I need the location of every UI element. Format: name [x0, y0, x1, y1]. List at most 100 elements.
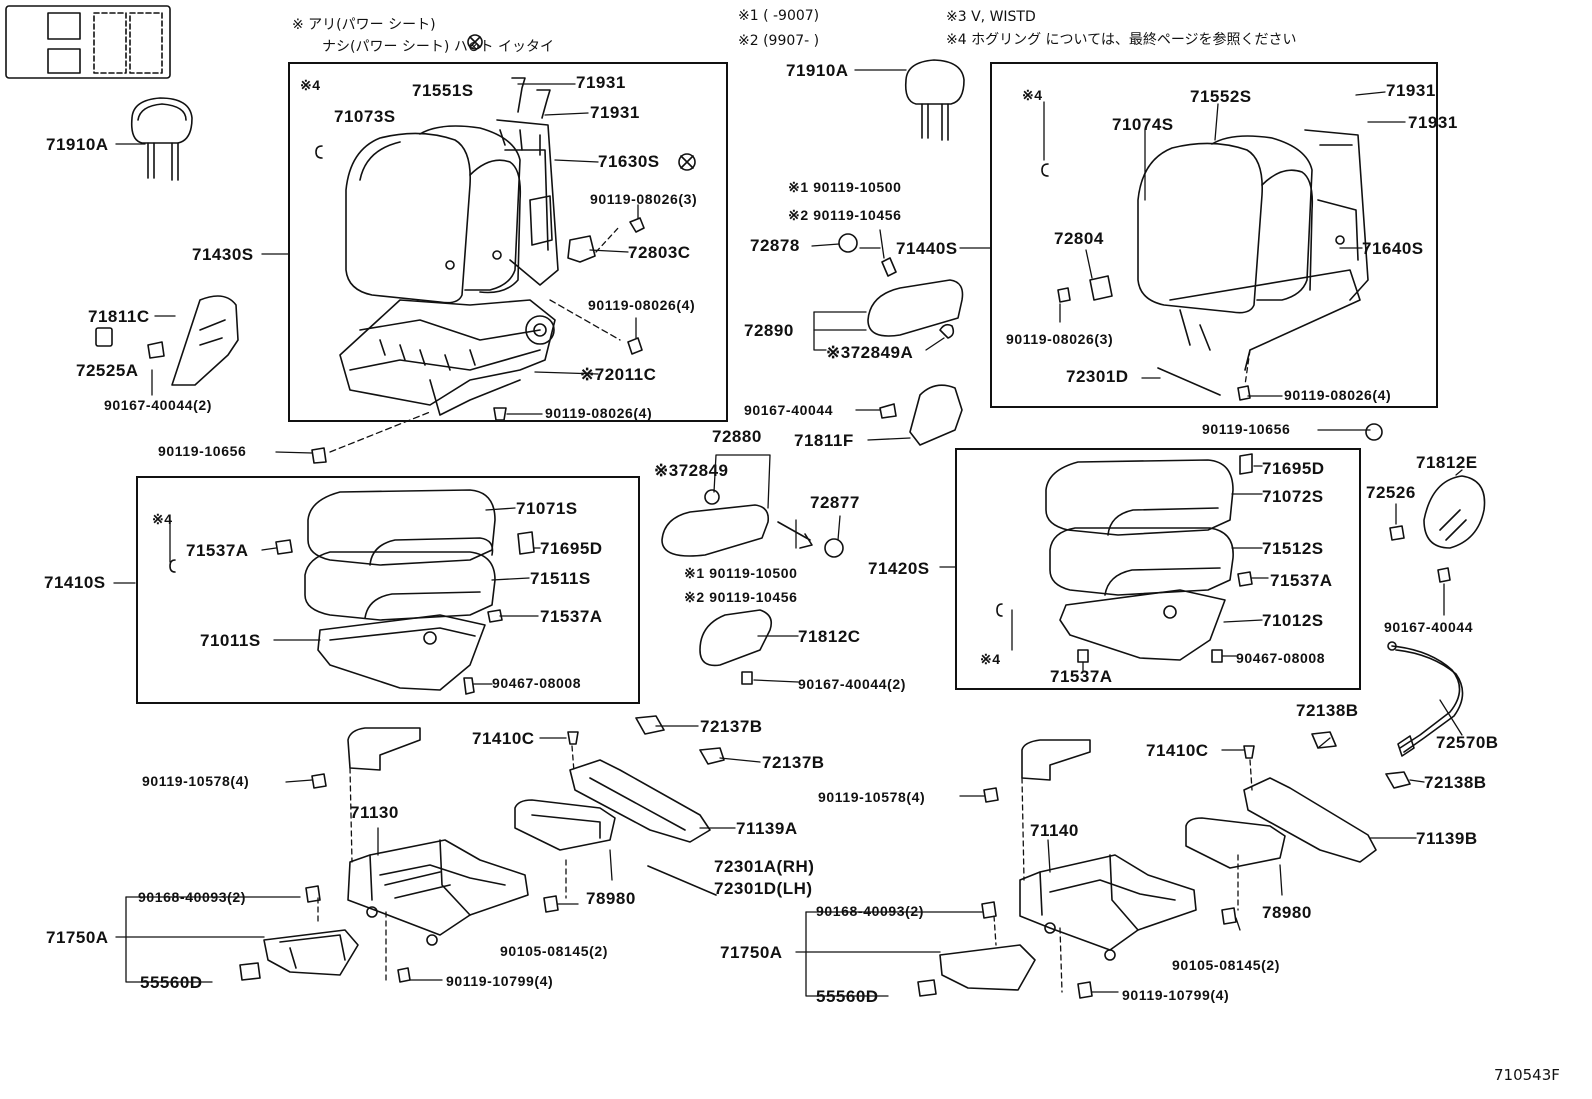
part-label: 71139B — [1416, 829, 1478, 848]
part-label: 71012S — [1262, 611, 1324, 630]
part-label: 71910A — [46, 135, 109, 154]
part-label: 72301A(RH) — [714, 857, 815, 876]
part-label: 71410C — [472, 729, 535, 748]
part-label: 71512S — [1262, 539, 1324, 558]
note-power-seat-no: ナシ(パワー シート) ハ⊗ト イッタイ — [322, 39, 555, 55]
part-label: 90168-40093(2) — [816, 903, 925, 919]
bolt-90167-icon — [147, 341, 165, 359]
right-seatback-icon — [1137, 129, 1369, 371]
part-label: 71011S — [200, 631, 261, 650]
note-3: ※3 V, WISTD — [946, 9, 1036, 25]
headrest-middle-icon — [904, 59, 965, 141]
side-cover-71811c-icon — [171, 295, 239, 386]
part-label: ※1 90119-10500 — [788, 179, 902, 195]
part-label: ※4 — [300, 77, 321, 93]
part-label: 71750A — [720, 943, 783, 962]
part-label: 71140 — [1030, 821, 1079, 840]
part-label: 72525A — [76, 361, 139, 380]
hog-ring-markers — [169, 145, 1049, 617]
part-label: 71440S — [896, 239, 958, 258]
part-label: 72803C — [628, 243, 691, 262]
part-label: 71931 — [590, 103, 640, 122]
part-label: 71430S — [192, 245, 254, 264]
headrest-left-icon — [130, 97, 193, 181]
part-label: 71537A — [186, 541, 249, 560]
part-label: 72301D — [1066, 367, 1129, 386]
left-seatback-frame — [288, 62, 728, 422]
part-label: 71552S — [1190, 87, 1252, 106]
part-label: ※4 — [1022, 87, 1043, 103]
part-label: 72301D(LH) — [714, 879, 813, 898]
part-label: 90168-40093(2) — [138, 889, 247, 905]
leader-lines-right-cushion — [939, 465, 1269, 673]
part-label: 71811F — [794, 431, 854, 450]
part-label: 90119-08026(3) — [1006, 331, 1114, 347]
part-label: ※4 — [980, 651, 1001, 667]
part-label: 90105-08145(2) — [1172, 957, 1281, 973]
part-label: 71410C — [1146, 741, 1209, 760]
part-label: 71811C — [88, 307, 150, 326]
part-label: ※2 90119-10456 — [684, 589, 798, 605]
part-label: 78980 — [586, 889, 636, 908]
part-label: 71071S — [516, 499, 578, 518]
leader-lines-left — [115, 83, 639, 454]
part-label: 90167-40044(2) — [798, 676, 907, 692]
left-cushion-frame — [136, 476, 640, 704]
part-label: 72804 — [1054, 229, 1104, 248]
part-label: 71695D — [1262, 459, 1325, 478]
part-label: 72138B — [1424, 773, 1487, 792]
part-label: 71537A — [1270, 571, 1333, 590]
part-label: 71640S — [1362, 239, 1424, 258]
part-label: 71074S — [1112, 115, 1174, 134]
part-label: 55560D — [816, 987, 879, 1006]
part-label: 72878 — [750, 236, 800, 255]
part-label: ※372849 — [654, 461, 729, 480]
diagram-code: 710543F — [1494, 1066, 1560, 1084]
part-label: 72137B — [762, 753, 825, 772]
part-label: 71073S — [334, 107, 396, 126]
bolts-left-assembly — [311, 77, 645, 464]
right-seatback-frame — [990, 62, 1438, 408]
part-label: 72138B — [1296, 701, 1359, 720]
mid-small-parts — [699, 233, 963, 685]
part-label: 71750A — [46, 928, 109, 947]
part-label: ※4 — [152, 511, 173, 527]
part-label: ※372849A — [826, 343, 914, 362]
part-label: 72877 — [810, 493, 860, 512]
part-label: 71130 — [350, 803, 399, 822]
leader-lines-right — [959, 91, 1406, 431]
leader-lines-left-cushion — [113, 507, 541, 685]
part-label: 72890 — [744, 321, 794, 340]
cover-72525a-icon — [95, 327, 113, 347]
part-label: 72880 — [712, 427, 762, 446]
part-label: 90167-40044 — [1384, 619, 1474, 635]
far-right-parts — [1387, 475, 1486, 757]
part-label: 72137B — [700, 717, 763, 736]
part-label: 71931 — [1386, 81, 1436, 100]
leader-lines-lower-left — [115, 725, 761, 983]
part-label: 71537A — [1050, 667, 1113, 686]
right-cushion-frame — [955, 448, 1361, 690]
part-label: 71630S — [598, 152, 660, 171]
part-label: 72570B — [1436, 733, 1499, 752]
part-label: 71695D — [540, 539, 603, 558]
part-label: ※2 90119-10456 — [788, 207, 902, 223]
part-label: 71139A — [736, 819, 798, 838]
part-label: 90119-10799(4) — [1122, 987, 1230, 1003]
part-label: 90119-10578(4) — [142, 773, 250, 789]
leader-lines-lower-right — [795, 737, 1425, 997]
part-label: 90119-10656 — [158, 443, 247, 459]
part-label: 90467-08008 — [1236, 650, 1326, 666]
part-label: 71812C — [798, 627, 861, 646]
part-label: 72526 — [1366, 483, 1416, 502]
part-label: 90119-08026(4) — [588, 297, 696, 313]
part-label: 71537A — [540, 607, 603, 626]
left-seatback-icon — [345, 119, 559, 304]
part-label: 90167-40044 — [744, 402, 834, 418]
leader-lines-far-right — [1395, 469, 1463, 736]
part-label: 71420S — [868, 559, 930, 578]
part-label: 90119-10578(4) — [818, 789, 926, 805]
part-label: 71511S — [530, 569, 591, 588]
lower-right-seat-base-icon — [917, 731, 1411, 999]
